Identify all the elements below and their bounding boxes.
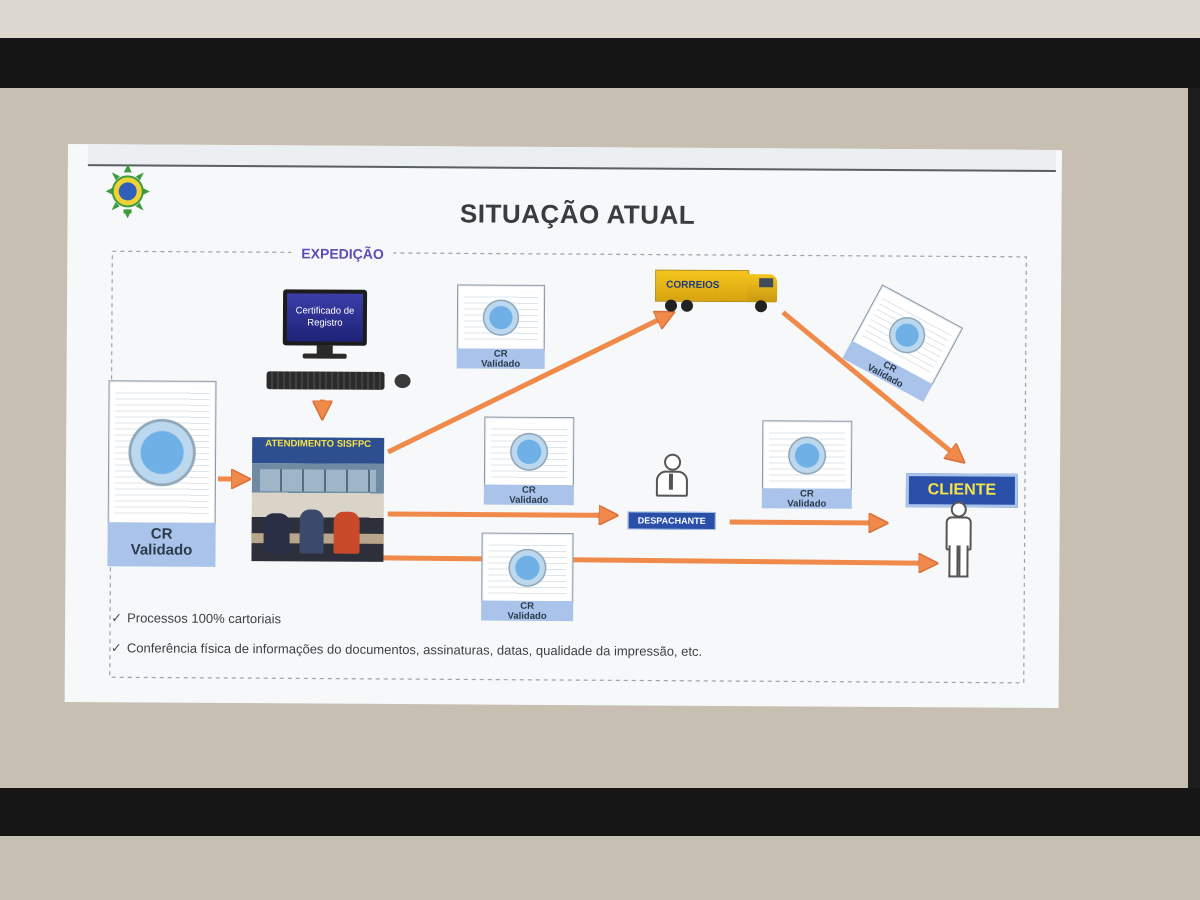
check-icon: ✓ [110, 640, 122, 656]
ceiling [0, 0, 1200, 42]
arrow-atendimento-to-despachante [387, 514, 610, 515]
atendimento-photo [251, 463, 385, 562]
cr-document-main: CR Validado [107, 380, 217, 567]
screen-bezel-bottom [0, 788, 1200, 838]
cr-label-line2: Validado [130, 541, 193, 559]
cr-document-despachante-route: CR Validado [761, 420, 853, 510]
slide: SITUAÇÃO ATUAL EXPEDIÇÃO CR Validado [64, 144, 1062, 709]
bullet-list: ✓Processos 100% cartoriais ✓Conferência … [111, 610, 703, 674]
monitor-base [302, 353, 347, 359]
cr-label-line2: Validado [787, 498, 827, 510]
atendimento-sisfpc-header: ATENDIMENTO SISFPC [252, 437, 385, 464]
despachante-label: DESPACHANTE [627, 511, 716, 530]
mouse-icon [394, 373, 411, 389]
arrow-atendimento-to-truck [387, 314, 667, 455]
keyboard-icon [266, 371, 385, 390]
screen-bezel-top [0, 38, 1200, 90]
cr-label-line1: CR [150, 525, 173, 543]
truck-brand: CORREIOS [666, 279, 720, 291]
army-emblem-icon [105, 164, 150, 219]
cr-label-line2: Validado [481, 358, 521, 370]
bullet-item: ✓Conferência física de informações do do… [110, 640, 703, 659]
cr-label-line2: Validado [509, 494, 549, 506]
atendimento-sisfpc-label: ATENDIMENTO SISFPC [265, 438, 372, 450]
flow-arrows [217, 310, 1062, 708]
arrow-despachante-to-cliente [729, 522, 880, 523]
cr-document-middle: CR Validado [483, 416, 575, 506]
bullet-item: ✓Processos 100% cartoriais [111, 610, 282, 627]
person-icon [654, 453, 690, 498]
monitor-icon: Certificado de Registro [282, 289, 368, 346]
truck-icon: CORREIOS [655, 268, 781, 315]
arrow-truck-to-cliente [781, 310, 959, 457]
screen-bezel-right [1188, 88, 1200, 790]
cr-document-bottom: CR Validado [481, 532, 574, 622]
arrow-atendimento-to-cliente [383, 558, 929, 563]
floor [0, 836, 1200, 900]
cr-document-top: CR Validado [456, 284, 546, 370]
person-icon [941, 501, 975, 579]
monitor-screen-text: Certificado de Registro [286, 293, 364, 342]
check-icon: ✓ [111, 610, 123, 626]
